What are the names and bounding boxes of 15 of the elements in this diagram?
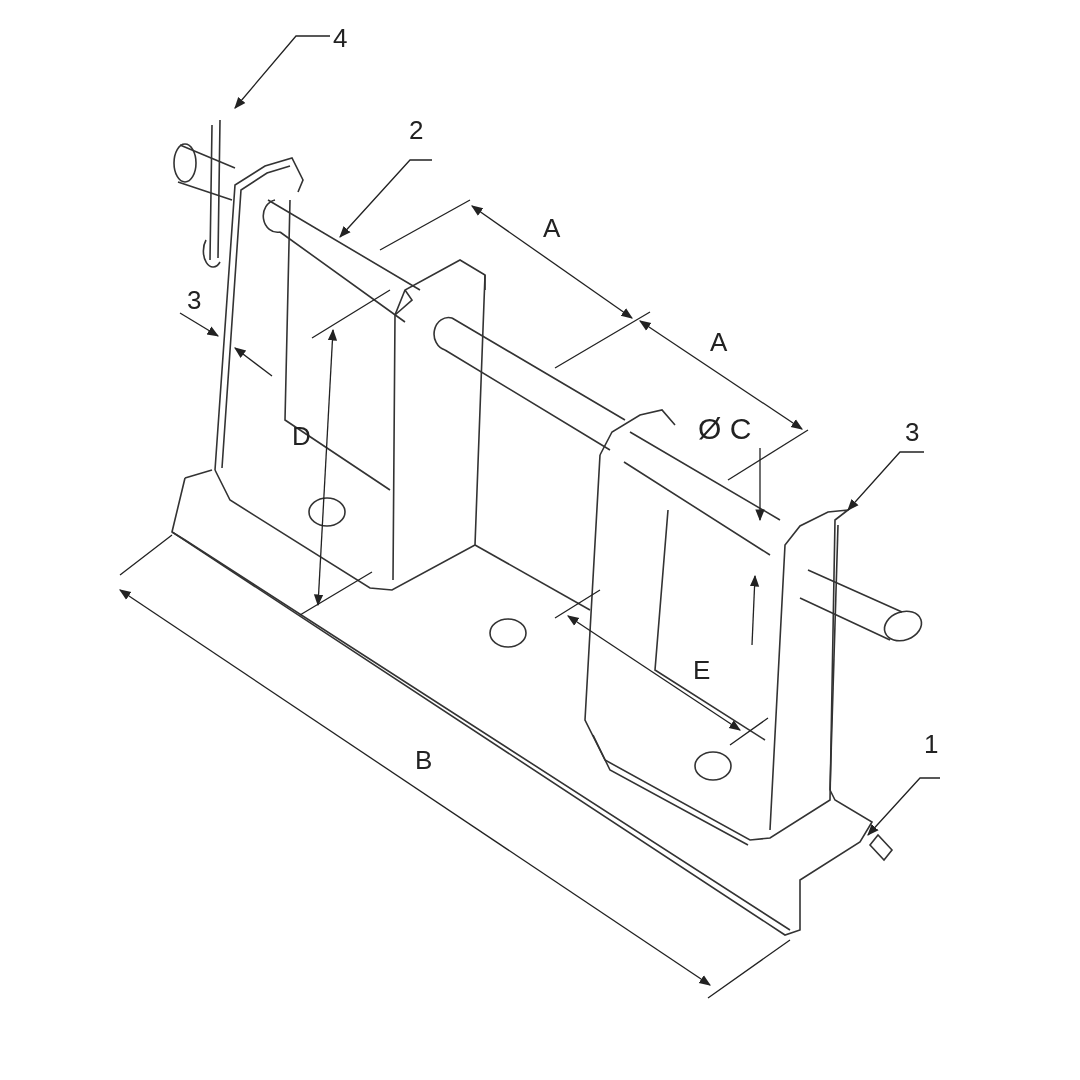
leader-line [339, 159, 433, 238]
leader-line [867, 777, 941, 836]
leader-line [234, 35, 331, 109]
callout-number: 3 [187, 286, 202, 314]
leader-line [847, 451, 925, 511]
dimension-label: A [710, 328, 728, 356]
callout-number: 4 [333, 24, 348, 52]
callout-number: 1 [924, 730, 939, 758]
leader-line [179, 312, 219, 337]
callout-number: 3 [905, 418, 920, 446]
dimension-label: Ø C [698, 415, 752, 443]
dimension-label: B [415, 746, 433, 774]
callout-number: 2 [409, 116, 424, 144]
dimension-label: E [693, 656, 711, 684]
dimension-label: A [543, 214, 561, 242]
